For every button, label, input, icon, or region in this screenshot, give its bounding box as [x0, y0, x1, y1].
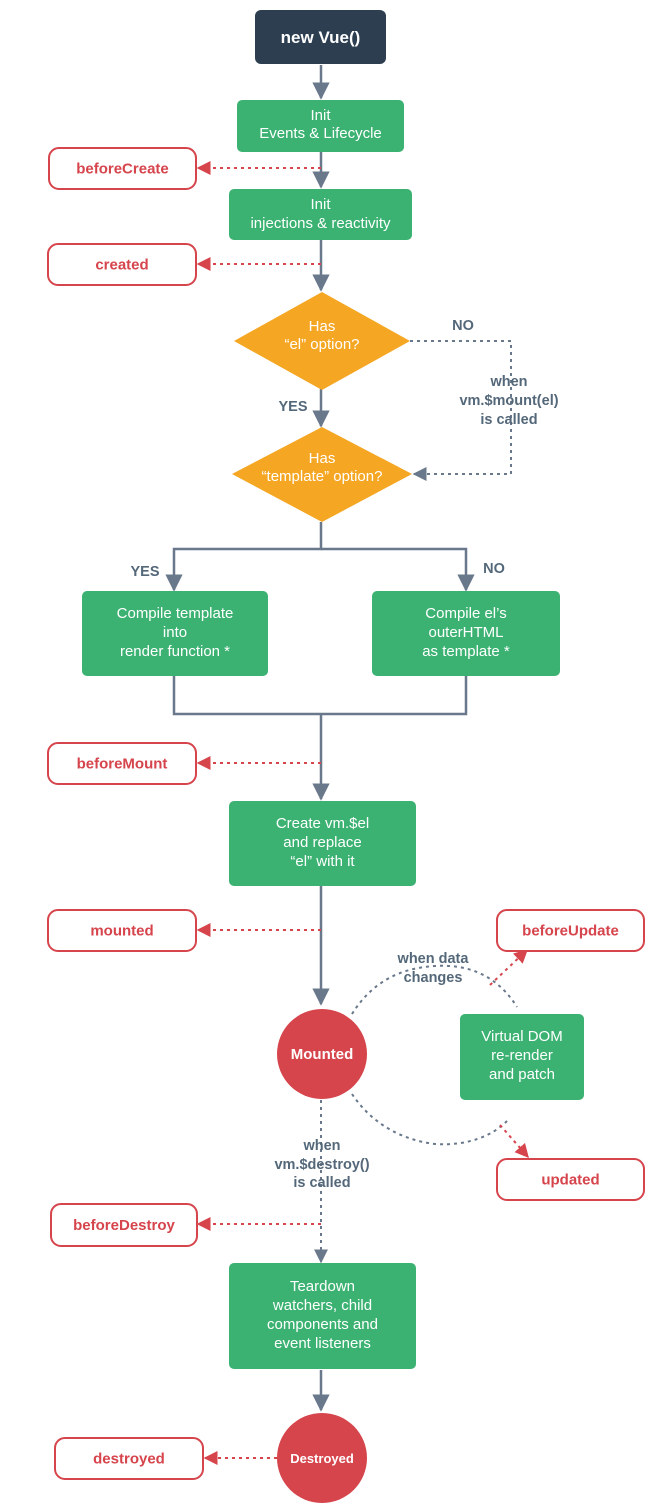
node-compile-el-line1: Compile el’s: [425, 605, 506, 622]
label-when-data-line2: changes: [404, 970, 463, 986]
label-when-mount-line2: vm.$mount(el): [459, 393, 558, 409]
decision-el-option: Has “el” option?: [234, 292, 410, 390]
hook-connector-beforeUpdate: [489, 949, 529, 986]
node-compile-el-line2: outerHTML: [428, 624, 503, 641]
node-teardown-line2: watchers, child: [272, 1297, 372, 1314]
node-compile-template-box: [82, 591, 268, 676]
node-teardown-box: [229, 1263, 416, 1369]
decision-template-option: Has “template” option?: [232, 427, 412, 522]
node-create-el: Create vm.$el and replace “el” with it: [229, 801, 416, 886]
hook-created-box: [47, 243, 197, 286]
node-virtual-dom: Virtual DOM re-render and patch: [460, 1014, 584, 1100]
node-init-events-box: [237, 100, 404, 152]
node-compile-template-line3: render function *: [120, 643, 230, 660]
label-when-destroy-line2: vm.$destroy(): [274, 1157, 369, 1173]
node-virtual-dom-line3: and patch: [489, 1066, 555, 1083]
node-create-el-line2: and replace: [283, 834, 361, 851]
label-when-mount-line3: is called: [480, 412, 537, 428]
node-create-el-box: [229, 801, 416, 886]
connector-compile-join: [172, 676, 468, 716]
hook-created: created: [47, 243, 197, 286]
label-no-template: NO: [483, 561, 505, 577]
node-virtual-dom-line1: Virtual DOM: [481, 1028, 562, 1045]
hook-mounted-label: mounted: [90, 923, 153, 940]
node-virtual-dom-box: [460, 1014, 584, 1100]
node-create-el-line1: Create vm.$el: [276, 815, 369, 832]
state-mounted: Mounted: [277, 1009, 367, 1099]
node-compile-template: Compile template into render function *: [82, 591, 268, 676]
hook-beforeMount: beforeMount: [47, 742, 197, 785]
node-teardown: Teardown watchers, child components and …: [229, 1263, 416, 1369]
main-connectors: [165, 65, 475, 1412]
label-when-mount-line1: when: [489, 374, 527, 390]
hook-beforeDestroy-box: [50, 1203, 198, 1247]
node-init-injections-line2: injections & reactivity: [250, 215, 391, 232]
node-compile-el: Compile el’s outerHTML as template *: [372, 591, 560, 676]
node-virtual-dom-line2: re-render: [491, 1047, 553, 1064]
hook-beforeUpdate-box: [496, 909, 645, 952]
node-compile-el-line3: as template *: [422, 643, 510, 660]
decision-el-line1: Has: [309, 318, 336, 335]
hook-beforeMount-label: beforeMount: [77, 756, 168, 773]
hook-beforeCreate-label: beforeCreate: [76, 161, 169, 178]
node-init-injections-box: [229, 189, 412, 240]
state-mounted-label: Mounted: [291, 1046, 353, 1063]
hook-beforeCreate: beforeCreate: [48, 147, 197, 190]
node-compile-el-box: [372, 591, 560, 676]
connector-no-el-mount: [410, 340, 512, 481]
state-mounted-circle: [277, 1009, 367, 1099]
node-init-events: Init Events & Lifecycle: [237, 100, 404, 152]
connector-template-split-no: [321, 547, 475, 592]
hook-beforeDestroy-label: beforeDestroy: [73, 1217, 175, 1234]
state-destroyed-label: Destroyed: [290, 1451, 354, 1466]
state-destroyed: Destroyed: [277, 1413, 367, 1503]
hook-mounted: mounted: [47, 909, 197, 952]
update-cycle-arc-upper: [351, 964, 518, 1015]
node-compile-template-line2: into: [163, 624, 187, 641]
hook-destroyed-box: [54, 1437, 204, 1480]
hook-beforeUpdate-label: beforeUpdate: [522, 923, 619, 940]
update-cycle-arc-lower: [351, 1093, 508, 1146]
start-node-box: [255, 10, 386, 64]
hook-updated: updated: [496, 1158, 645, 1201]
node-create-el-line3: “el” with it: [290, 853, 355, 870]
start-node: new Vue(): [255, 10, 386, 64]
hook-mounted-box: [47, 909, 197, 952]
hook-beforeUpdate: beforeUpdate: [496, 909, 645, 952]
node-compile-template-line1: Compile template: [117, 605, 234, 622]
hook-connector-updated: [499, 1124, 529, 1159]
hook-beforeMount-box: [47, 742, 197, 785]
state-destroyed-circle: [277, 1413, 367, 1503]
node-teardown-line1: Teardown: [290, 1278, 355, 1295]
node-teardown-line4: event listeners: [274, 1335, 371, 1352]
hook-beforeDestroy: beforeDestroy: [50, 1203, 198, 1247]
label-when-destroy-line3: is called: [293, 1175, 350, 1191]
node-teardown-line3: components and: [267, 1316, 378, 1333]
node-init-injections: Init injections & reactivity: [229, 189, 412, 240]
node-init-injections-line1: Init: [310, 196, 331, 213]
hook-updated-label: updated: [541, 1172, 599, 1189]
node-init-events-line1: Init: [310, 107, 331, 124]
hook-connectors: [196, 161, 529, 1465]
connector-template-split: [165, 522, 323, 592]
hook-created-label: created: [95, 257, 148, 274]
decision-el-diamond: [234, 292, 410, 390]
decision-el-line2: “el” option?: [284, 336, 359, 353]
decision-template-line1: Has: [309, 450, 336, 467]
hook-updated-box: [496, 1158, 645, 1201]
start-node-label: new Vue(): [281, 28, 361, 47]
hook-destroyed: destroyed: [54, 1437, 204, 1480]
hook-destroyed-label: destroyed: [93, 1451, 165, 1468]
label-yes-el: YES: [278, 399, 307, 415]
decision-template-line2: “template” option?: [262, 468, 383, 485]
conditional-connectors: [314, 340, 518, 1264]
label-when-data-line1: when data: [397, 951, 470, 967]
label-yes-template: YES: [130, 564, 159, 580]
node-init-events-line2: Events & Lifecycle: [259, 125, 382, 142]
decision-template-diamond: [232, 427, 412, 522]
label-when-destroy-line1: when: [302, 1138, 340, 1154]
hook-beforeCreate-box: [48, 147, 197, 190]
label-no-el: NO: [452, 318, 474, 334]
